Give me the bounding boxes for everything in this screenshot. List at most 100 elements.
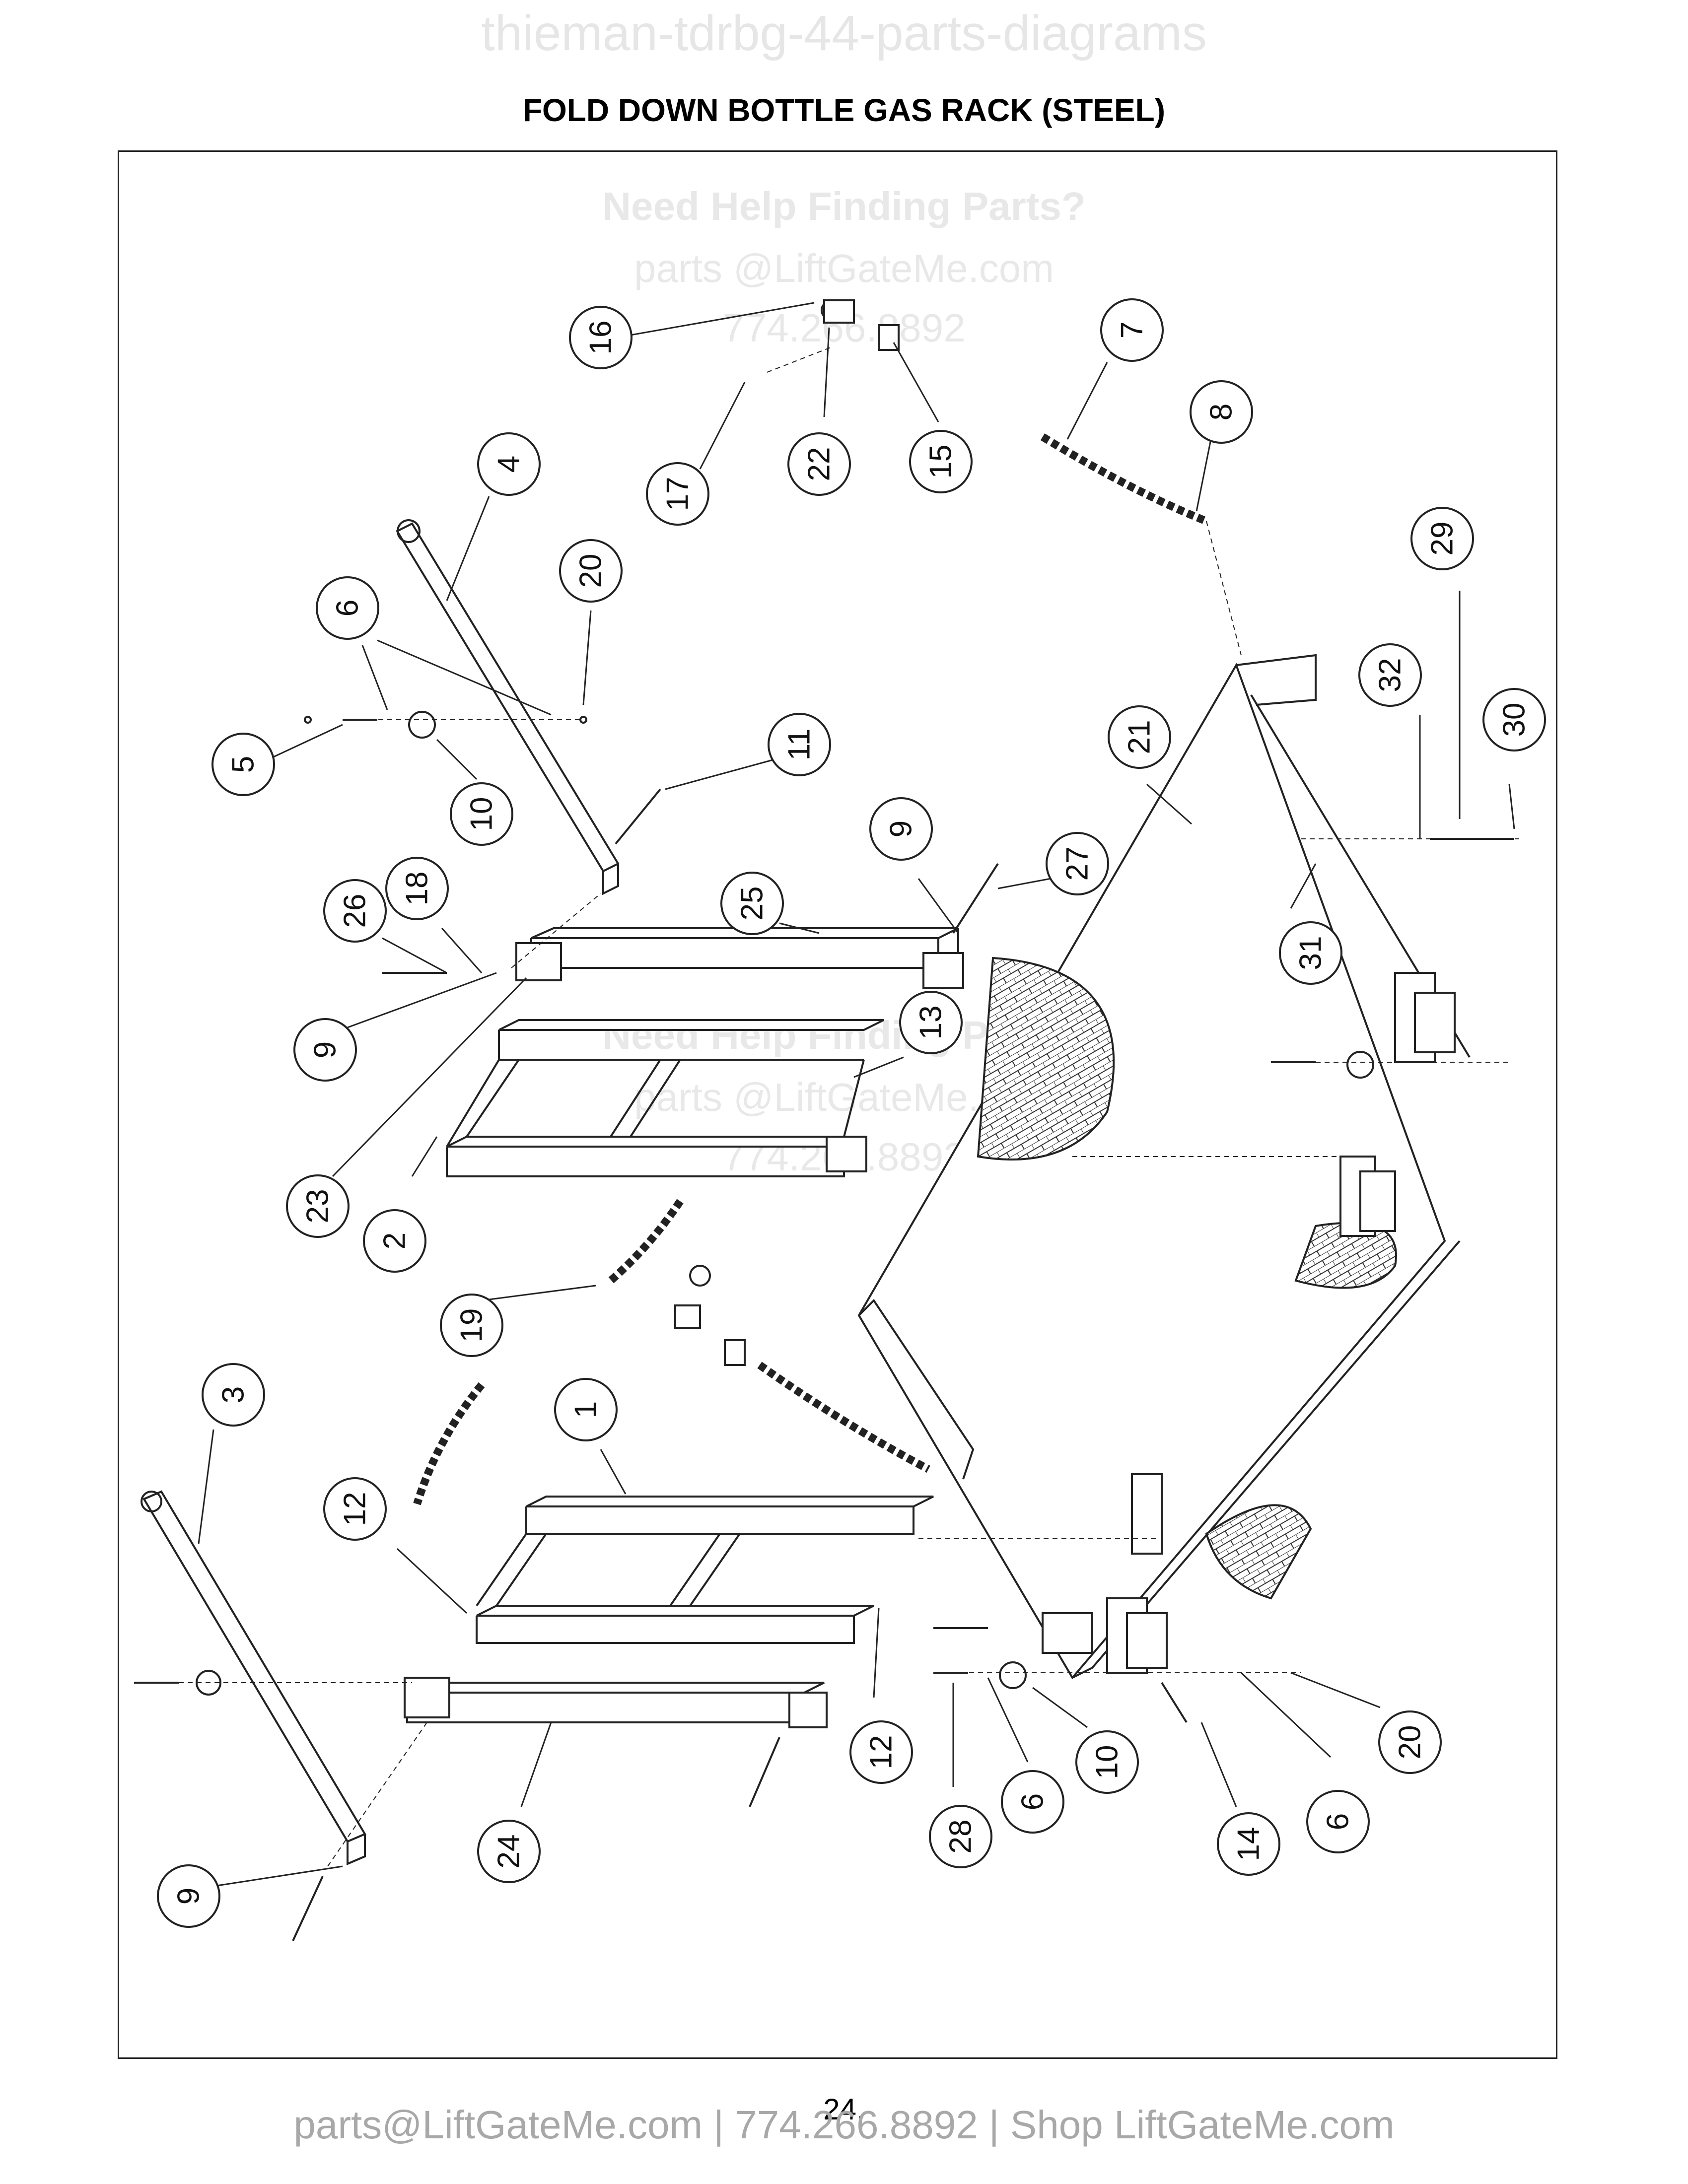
callout-21: 21 (1108, 705, 1171, 769)
callout-29: 29 (1410, 507, 1474, 570)
callout-circle (1100, 298, 1164, 362)
frame-part-24 (404, 1677, 828, 1728)
callout-number: 30 (1497, 703, 1532, 737)
panel-part-21 (857, 654, 1471, 1680)
callout-circle (1410, 507, 1474, 570)
callout-number: 4 (492, 456, 526, 473)
help-watermark-email: parts @LiftGateMe.com (634, 246, 1054, 290)
callout-9: 9 (293, 1018, 357, 1082)
callout-circle (646, 462, 709, 526)
callout-13: 13 (899, 991, 963, 1054)
callout-number: 16 (584, 321, 618, 355)
callout-number: 12 (338, 1492, 372, 1526)
bracket-assembly-lower-right (1042, 1473, 1168, 1674)
callout-number: 31 (1294, 936, 1328, 970)
callout-23: 23 (286, 1174, 350, 1238)
chain-part-lower (757, 1362, 930, 1473)
callout-number: 32 (1373, 658, 1407, 692)
callout-20: 20 (559, 539, 623, 603)
callout-25: 25 (720, 872, 784, 935)
callout-number: 22 (802, 447, 837, 481)
callout-7: 7 (1100, 298, 1164, 362)
callout-number: 9 (308, 1041, 343, 1058)
callout-circle (440, 1294, 503, 1357)
callout-number: 15 (924, 445, 958, 479)
callout-6: 6 (1001, 1770, 1064, 1834)
callout-number: 13 (914, 1006, 948, 1040)
callout-number: 8 (1204, 404, 1239, 420)
callout-number: 9 (172, 1888, 206, 1905)
frame-part-2 (446, 1019, 884, 1177)
callout-number: 6 (331, 600, 365, 616)
callout-number: 14 (1232, 1827, 1266, 1861)
callout-number: 7 (1115, 322, 1149, 339)
callout-circle (929, 1805, 992, 1868)
callout-circle (1217, 1812, 1280, 1876)
callout-12: 12 (849, 1720, 913, 1784)
callout-10: 10 (450, 782, 513, 846)
callout-circle (316, 576, 379, 640)
callout-6: 6 (1306, 1790, 1370, 1853)
callout-circle (385, 857, 449, 920)
chain-part-upper-lower (413, 1382, 485, 1505)
callout-circle (1306, 1790, 1370, 1853)
bar-part-3 (141, 1490, 366, 1866)
callout-number: 10 (1090, 1745, 1125, 1779)
callout-circle (1358, 643, 1422, 707)
callout-circle (157, 1864, 220, 1928)
page-title: FOLD DOWN BOTTLE GAS RACK (STEEL) (522, 92, 1166, 128)
callout-number: 18 (400, 872, 434, 906)
callout-circle (1046, 832, 1109, 895)
diagram-frame (118, 150, 1557, 2059)
callout-number: 26 (338, 894, 372, 928)
frame-part-25 (515, 927, 964, 989)
callout-26: 26 (323, 879, 387, 943)
callout-circle (211, 733, 275, 796)
callout-circle (899, 991, 963, 1054)
callout-10: 10 (1075, 1730, 1139, 1794)
callout-circle (1108, 705, 1171, 769)
callout-circle (450, 782, 513, 846)
callout-circle (323, 879, 387, 943)
callout-16: 16 (569, 306, 633, 369)
callout-circle (1075, 1730, 1139, 1794)
callout-24: 24 (477, 1820, 541, 1883)
callout-9: 9 (157, 1864, 220, 1928)
help-watermark-title: Need Help Finding Parts? (602, 184, 1086, 228)
callout-number: 17 (661, 477, 695, 511)
callout-number: 12 (864, 1735, 899, 1770)
callout-9: 9 (869, 797, 933, 861)
callout-19: 19 (440, 1294, 503, 1357)
callout-5: 5 (211, 733, 275, 796)
callout-28: 28 (929, 1805, 992, 1868)
callout-1: 1 (554, 1378, 618, 1441)
callout-30: 30 (1482, 688, 1546, 751)
chain-part-19 (608, 1199, 684, 1284)
callout-17: 17 (646, 462, 709, 526)
callout-circle (559, 539, 623, 603)
callout-18: 18 (385, 857, 449, 920)
callout-3: 3 (202, 1363, 265, 1427)
callout-number: 21 (1123, 720, 1157, 754)
callout-14: 14 (1217, 1812, 1280, 1876)
callout-number: 28 (944, 1820, 978, 1854)
chain-part-7 (1040, 433, 1208, 525)
bar-part-4 (396, 519, 620, 895)
callout-circle (869, 797, 933, 861)
callout-circle (1279, 921, 1342, 985)
parts-drawing (134, 299, 1519, 1941)
callout-circle (1378, 1710, 1442, 1774)
callout-circle (720, 872, 784, 935)
leader-lines (198, 302, 1515, 1887)
callout-number: 5 (226, 756, 261, 773)
callout-11: 11 (768, 713, 831, 776)
callout-circle (787, 432, 851, 496)
bracket-assembly-upper-right (1339, 972, 1456, 1237)
callout-circle (293, 1018, 357, 1082)
callout-15: 15 (909, 430, 973, 493)
callout-number: 23 (301, 1189, 335, 1224)
callout-number: 20 (1393, 1725, 1427, 1760)
callout-circle (477, 432, 541, 496)
callout-circle (768, 713, 831, 776)
